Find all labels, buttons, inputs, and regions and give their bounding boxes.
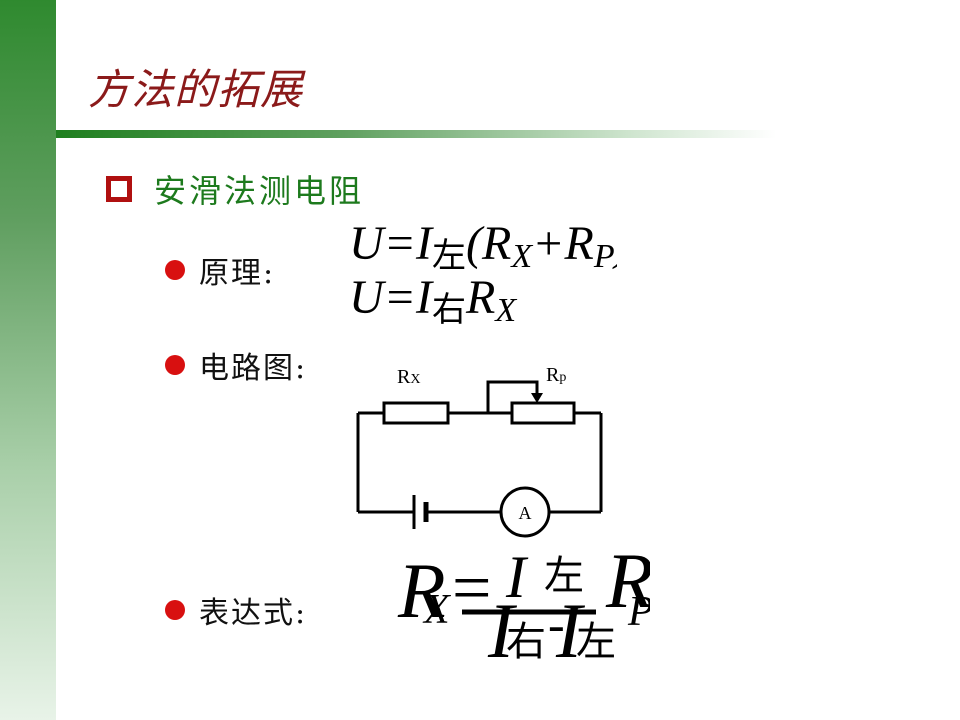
line1-tail: +R xyxy=(532,217,594,270)
red-dot-bullet-icon xyxy=(165,260,185,280)
expr-den-b-sub: 左 xyxy=(576,619,616,664)
expr-den-a-sub: 右 xyxy=(506,619,546,664)
svg-text:右: 右 xyxy=(506,619,546,664)
svg-text:P: P xyxy=(627,589,654,635)
rx-label: R xyxy=(397,366,411,388)
svg-text:X: X xyxy=(422,587,452,633)
line1-sub: 左 xyxy=(432,237,466,275)
svg-text:U=I左(RX+RP): U=I左(RX+RP) xyxy=(349,217,625,275)
rp-label: R xyxy=(546,364,560,386)
red-dot-bullet-icon xyxy=(165,355,185,375)
principle-label: 原理: xyxy=(199,256,276,291)
svg-text:左: 左 xyxy=(576,619,616,664)
svg-text:U=I右RX: U=I右RX xyxy=(349,271,517,325)
line1-sub2: X xyxy=(509,238,533,275)
line1-sub3: P xyxy=(593,238,615,275)
principle-formula: U=I左(RX+RP) U=I右RX xyxy=(349,217,625,325)
bullet-expression: 表达式: xyxy=(165,588,307,632)
slider-arrow-icon xyxy=(531,393,543,403)
heading-text: 安滑法测电阻 xyxy=(154,172,365,210)
line2-rest: R xyxy=(465,271,495,324)
line1-lead: U=I xyxy=(349,217,434,270)
ammeter-label: A xyxy=(519,503,532,523)
line2-sub2: X xyxy=(493,292,517,325)
expr-lhs: R xyxy=(397,547,446,634)
title-underline xyxy=(56,130,776,138)
expr-den-minus: - xyxy=(548,596,565,652)
section-heading: 安滑法测电阻 xyxy=(106,166,364,212)
svg-text:RX: RX xyxy=(397,366,420,388)
svg-text:Rp: Rp xyxy=(546,364,566,386)
rx-sub: X xyxy=(410,372,420,387)
svg-text:=: = xyxy=(452,550,491,627)
expression-formula: R X = I 左 I 右 - I 左 R P xyxy=(397,545,654,674)
expr-equals: = xyxy=(452,550,491,627)
circuit-label: 电路图: xyxy=(199,351,308,386)
svg-text:I: I xyxy=(487,587,518,674)
svg-text:-: - xyxy=(548,596,565,652)
expr-num-sub: 左 xyxy=(544,553,584,598)
line1-rest: (R xyxy=(466,217,511,270)
expr-rhs: R xyxy=(605,545,654,624)
svg-text:I: I xyxy=(505,545,529,610)
expr-den-a: I xyxy=(487,587,518,674)
line2-sub: 右 xyxy=(432,291,466,325)
line2-lead: U=I xyxy=(349,271,434,324)
svg-text:R: R xyxy=(397,547,446,634)
red-dot-bullet-icon xyxy=(165,600,185,620)
expr-lhs-sub: X xyxy=(422,587,452,633)
expr-rhs-sub: P xyxy=(627,589,654,635)
line1-close: ) xyxy=(612,217,625,270)
ammeter xyxy=(499,486,551,538)
circuit-diagram: RX Rp A xyxy=(356,364,603,538)
expr-num: I xyxy=(505,545,529,610)
svg-text:I: I xyxy=(555,587,586,674)
rp-rheostat xyxy=(510,401,576,425)
expression-label: 表达式: xyxy=(199,596,308,631)
rp-sub: p xyxy=(559,370,566,385)
side-gradient-bar xyxy=(0,0,56,720)
bullet-circuit: 电路图: xyxy=(165,343,307,387)
svg-text:R: R xyxy=(605,545,654,624)
rx-resistor xyxy=(382,401,450,425)
slide-title: 方法的拓展 xyxy=(88,65,304,114)
expr-den-b: I xyxy=(555,587,586,674)
svg-text:左: 左 xyxy=(544,553,584,598)
hollow-square-bullet-icon xyxy=(106,176,132,202)
bullet-principle: 原理: xyxy=(165,248,275,292)
